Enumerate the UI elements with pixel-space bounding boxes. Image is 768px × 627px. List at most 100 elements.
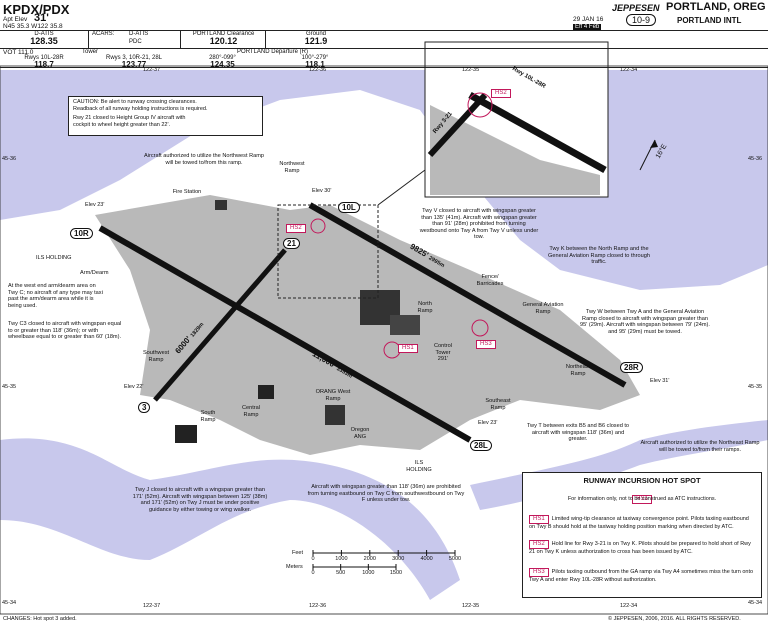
place-label: Southeast Ramp — [485, 398, 511, 411]
long-label-top: 122-34 — [620, 67, 638, 73]
hotspot-tag-hs2: HS2 — [286, 216, 306, 234]
legend-title: RUNWAY INCURSION HOT SPOT — [583, 476, 701, 485]
tower1-runways: Rwys 10L-28R — [24, 55, 64, 61]
lat-label-left: 45-34 — [2, 600, 17, 606]
terminal-block — [390, 315, 420, 335]
place-label: ORANG West Ramp — [315, 389, 351, 402]
chart-page-number: 10-9 — [626, 14, 657, 26]
scale-meters-label: Meters — [286, 564, 303, 570]
place-label: Fence/ Barricades — [476, 274, 504, 287]
hotspot-tag-hs1: HS1 — [398, 336, 418, 354]
scale-feet-tick-label: 2000 — [363, 556, 376, 562]
runway-10l-28r — [308, 202, 627, 388]
apt-elev-label: Apt Elev — [3, 16, 28, 23]
scale-meter-tick-label: 500 — [336, 570, 346, 576]
lat-label-right: 45-35 — [748, 384, 763, 390]
note-northeast-ramp: Aircraft authorized to utilize the North… — [640, 440, 760, 453]
elevation-label: Elev 22' — [124, 384, 144, 390]
tower1-frequency: 118.7 — [34, 60, 54, 69]
place-label: Central Ramp — [241, 405, 261, 418]
central-ramp-building — [258, 385, 274, 399]
place-label: ILS HOLDING — [36, 255, 72, 261]
slough-south — [0, 438, 460, 600]
place-label: Northeast Ramp — [565, 364, 591, 377]
south-ramp-building — [175, 425, 197, 443]
note-twy-v: Twy V closed to aircraft with wingspan g… — [419, 208, 539, 241]
caution-box: CAUTION: Be alert to runway crossing cle… — [68, 96, 263, 136]
apt-elev-value: 31' — [34, 12, 49, 24]
place-label: Arm/Dearm — [80, 270, 109, 276]
runway-label-21: 21 — [283, 238, 300, 249]
departure1-frequency: 124.35 — [210, 60, 235, 69]
scale-feet-tick-label: 4000 — [420, 556, 433, 562]
tower2-runways: Rwys 3, 10R-21, 28L — [105, 55, 163, 61]
note-northwest-ramp: Aircraft authorized to utilize the North… — [143, 153, 264, 166]
long-label-bottom: 122-36 — [309, 603, 327, 609]
runway-label-28l: 28L — [470, 440, 492, 451]
place-label: Fire Station — [172, 189, 202, 195]
caution-line: CAUTION: Be alert to runway crossing cle… — [73, 99, 197, 105]
place-label: Southwest Ramp — [142, 350, 170, 363]
departure-label: PORTLAND Departure (R) — [237, 49, 308, 55]
datis-frequency: 128.35 — [30, 36, 58, 46]
elevation-label: Elev 23' — [85, 202, 105, 208]
legend-tag: HS1 — [523, 487, 761, 505]
changes-note: CHANGES: Hot spot 3 added. — [3, 616, 77, 622]
place-label: South Ramp — [200, 410, 216, 423]
place-label: Northwest Ramp — [279, 161, 305, 174]
place-label: Oregon ANG — [350, 427, 370, 440]
chart-city: PORTLAND, OREG — [666, 1, 766, 13]
scale-meter-tick-label: 0 — [311, 570, 315, 576]
fire-station-building — [215, 200, 227, 210]
departure2-frequency: 118.1 — [305, 60, 325, 69]
place-label: General Aviation Ramp — [522, 302, 564, 315]
note-twy-k: Twy K between the North Ramp and the Gen… — [548, 246, 650, 266]
vot-frequency: VOT 111.0 — [3, 49, 34, 56]
frequency-box: D-ATIS 128.35 ACARS: D-ATIS PDC PORTLAND… — [0, 30, 768, 69]
scale-feet-tick-label: 5000 — [448, 556, 462, 562]
airport-coordinates: N45 35.3 W122 35.8 — [3, 23, 63, 30]
long-label-bottom: 122-35 — [462, 603, 480, 609]
scale-feet-tick-label: 0 — [311, 556, 315, 562]
note-arm-dearm: At the west end arm/dearm area on Twy C;… — [8, 283, 103, 309]
tower-label: Tower — [81, 49, 98, 55]
runway-3-21 — [153, 248, 287, 402]
departure2-range: 100°-279° — [301, 55, 329, 61]
long-label-bottom: 122-37 — [143, 603, 161, 609]
runway-label-10r: 10R — [70, 228, 93, 239]
note-twy-c: Aircraft with wingspan greater than 118'… — [307, 484, 465, 504]
caution-line: cockpit to wheel height greater than 22'… — [73, 121, 171, 128]
note-twy-c3: Twy C3 closed to aircraft with wingspan … — [8, 321, 122, 341]
place-label: ILS HOLDING — [406, 460, 432, 473]
lat-label-left: 45-35 — [2, 384, 17, 390]
inset-runway-10l-28r — [468, 91, 607, 174]
hotspot-circle-hs2 — [310, 218, 326, 234]
long-label-top: 122-35 — [462, 67, 480, 73]
hotspot-circle-hs3 — [471, 319, 489, 337]
note-twy-w: Twy W between Twy A and the General Avia… — [580, 309, 710, 335]
long-label-top: 122-37 — [143, 67, 161, 73]
scale-meter-tick-label: 1500 — [389, 570, 403, 576]
long-label-bottom: 122-34 — [620, 603, 638, 609]
long-label-top: 122-36 — [309, 67, 327, 73]
caution-line: Rwy 21 closed to Height Group IV aircraf… — [73, 115, 186, 121]
ground-label: Ground — [305, 31, 326, 37]
place-label: North Ramp — [417, 301, 433, 314]
inset-runway-3-21 — [427, 92, 488, 158]
note-twy-t: Twy T between exits B5 and B6 closed to … — [526, 423, 630, 443]
clearance-label: PORTLAND Clearance — [192, 31, 255, 37]
scale-feet-label: Feet — [292, 550, 304, 556]
ground-frequency: 121.9 — [304, 36, 328, 46]
note-twy-j: Twy J closed to aircraft with a wingspan… — [132, 487, 268, 513]
elevation-label: Elev 23' — [478, 420, 498, 426]
legend-intro: For information only, not to be construe… — [567, 496, 717, 502]
lat-label-left: 45-36 — [2, 156, 17, 162]
copyright: © JEPPESEN, 2006, 2016. ALL RIGHTS RESER… — [608, 616, 741, 622]
tower2-frequency: 123.77 — [121, 60, 147, 69]
departure1-range: 280°-099° — [209, 55, 236, 61]
datis-label: D-ATIS — [34, 31, 54, 37]
